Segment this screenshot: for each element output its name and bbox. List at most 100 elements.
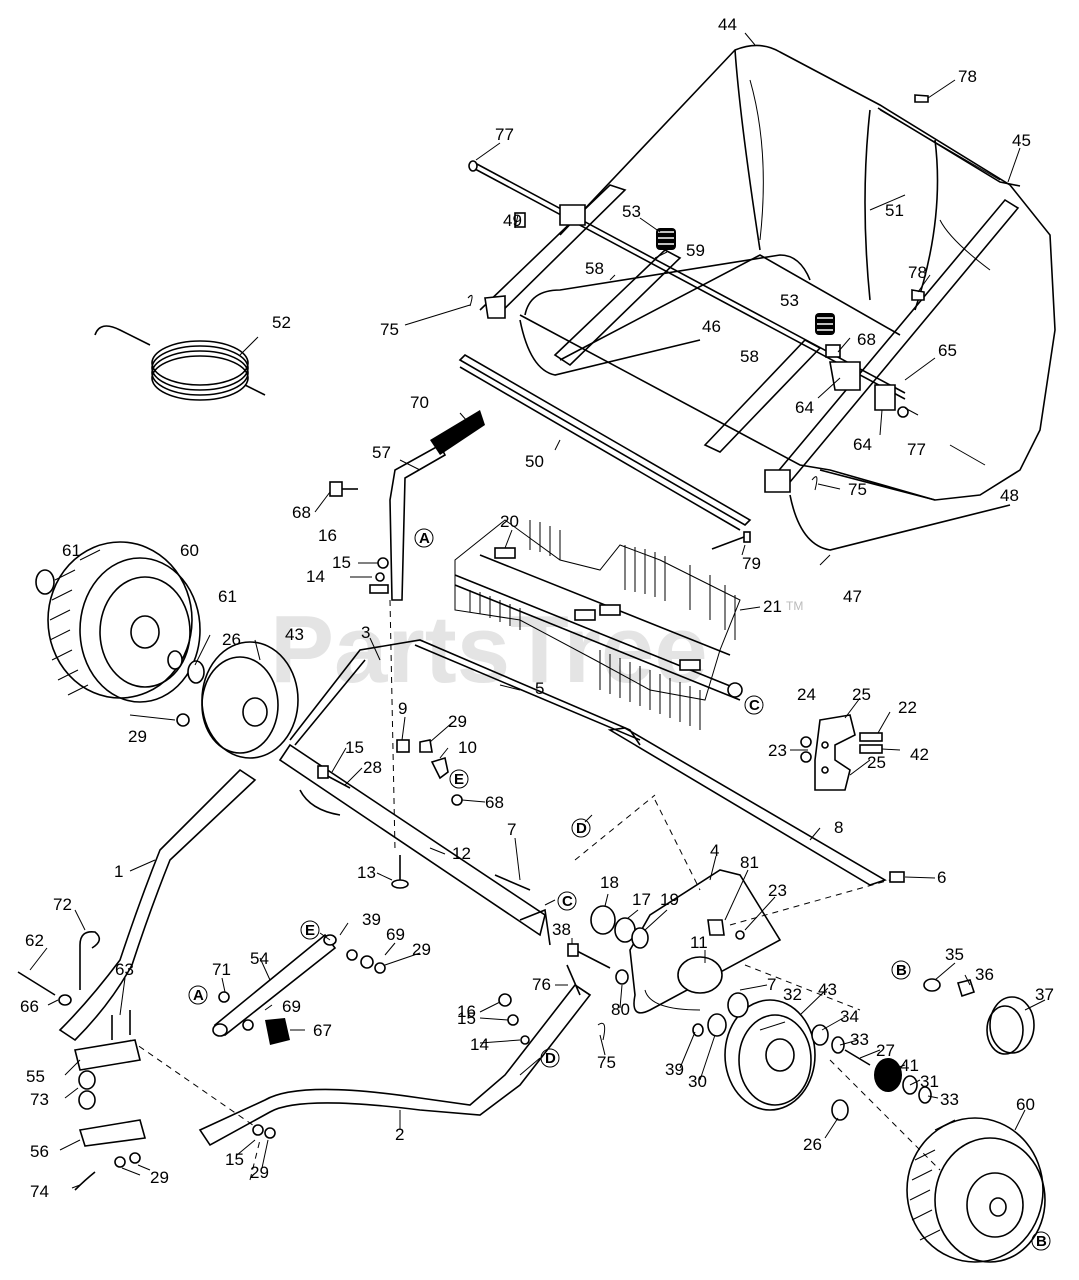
part-81: [707, 919, 725, 936]
callout-77: 77: [907, 440, 926, 459]
spring-53a: [656, 228, 676, 250]
callout-58: 58: [740, 347, 759, 366]
callout-68: 68: [857, 330, 876, 349]
callout-60: 60: [180, 541, 199, 560]
callout-50: 50: [525, 452, 544, 471]
left-hardware: [17, 930, 147, 1191]
callout-75: 75: [597, 1053, 616, 1072]
callout-33: 33: [850, 1030, 869, 1049]
callout-9: 9: [398, 699, 407, 718]
bar-8: [607, 727, 905, 886]
callout-52: 52: [272, 313, 291, 332]
bolt-13: [391, 855, 409, 889]
callout-12: 12: [452, 844, 471, 863]
callout-13: 13: [357, 863, 376, 882]
frame-12: [278, 743, 551, 946]
axle-1: [58, 768, 257, 1042]
callout-57: 57: [372, 443, 391, 462]
callout-8: 8: [834, 818, 843, 837]
callout-64: 64: [853, 435, 872, 454]
callout-1: 1: [114, 862, 123, 881]
callout-2: 2: [395, 1125, 404, 1144]
gear-41: [811, 1024, 932, 1121]
callout-32: 32: [783, 985, 802, 1004]
callout-15: 15: [225, 1150, 244, 1169]
callout-79: 79: [742, 554, 761, 573]
callout-26: 26: [222, 630, 241, 649]
callout-62: 62: [25, 931, 44, 950]
bolt-68-handle: [329, 481, 358, 497]
callout-labels: 44 78 77 45 49 53 59 51 75 58 46 52 53 7…: [20, 15, 1054, 1250]
hub-parts-18-17-19: [590, 905, 649, 949]
callout-53: 53: [622, 202, 641, 221]
callout-19: 19: [660, 890, 679, 909]
callout-38: 38: [552, 920, 571, 939]
callout-69: 69: [282, 997, 301, 1016]
callout-78: 78: [958, 67, 977, 86]
cap-37: [923, 978, 1035, 1055]
callout-70: 70: [410, 393, 429, 412]
callout-80: 80: [611, 1000, 630, 1019]
callout-54: 54: [250, 949, 269, 968]
callout-43: 43: [285, 625, 304, 644]
callout-68: 68: [485, 793, 504, 812]
callout-66: 66: [20, 997, 39, 1016]
leader-lines: [29, 32, 1046, 1189]
callout-20: 20: [500, 512, 519, 531]
callout-29: 29: [412, 940, 431, 959]
callout-25: 25: [852, 685, 871, 704]
callout-67: 67: [313, 1021, 332, 1040]
letter-circles: [188, 528, 1051, 1251]
callout-77: 77: [495, 125, 514, 144]
bolt-28: [317, 765, 351, 789]
callout-42: 42: [910, 745, 929, 764]
circle-label-A-2: A: [419, 530, 430, 547]
callout-10: 10: [458, 738, 477, 757]
circle-label-C-1: C: [562, 893, 573, 910]
callout-28: 28: [363, 758, 382, 777]
callout-23: 23: [768, 741, 787, 760]
callout-39: 39: [362, 910, 381, 929]
callout-56: 56: [30, 1142, 49, 1161]
brush-bristles: [469, 520, 736, 730]
callout-6: 6: [937, 868, 946, 887]
hub-43-left: [176, 641, 299, 759]
bolt-38: [567, 943, 629, 985]
callout-69: 69: [386, 925, 405, 944]
knob-67: [265, 1018, 290, 1045]
callout-5: 5: [535, 679, 544, 698]
frame-46: [559, 254, 901, 361]
handle-57: [369, 410, 485, 601]
callout-11: 11: [690, 933, 708, 952]
callout-16: 16: [457, 1002, 476, 1021]
callout-65: 65: [938, 341, 957, 360]
circle-label-A-1: A: [193, 987, 204, 1004]
callout-33: 33: [940, 1090, 959, 1109]
wheel-60-left: [35, 541, 201, 703]
callout-73: 73: [30, 1090, 49, 1109]
callout-31: 31: [920, 1072, 939, 1091]
circle-label-E-2: E: [305, 922, 315, 939]
bracket-24-25: [800, 714, 883, 791]
callout-60: 60: [1016, 1095, 1035, 1114]
callout-45: 45: [1012, 131, 1031, 150]
callout-4: 4: [710, 841, 719, 860]
callout-24: 24: [797, 685, 816, 704]
side-plate-4: [629, 869, 782, 1014]
callout-15: 15: [457, 1009, 476, 1028]
circle-label-B-1: B: [896, 962, 907, 979]
callout-53: 53: [780, 291, 799, 310]
callout-46: 46: [702, 317, 721, 336]
circle-label-E-1: E: [454, 771, 464, 788]
watermark-tm: TM: [786, 599, 803, 613]
callout-74: 74: [30, 1182, 49, 1201]
wheel-60-right: [906, 1117, 1046, 1263]
callout-23: 23: [768, 881, 787, 900]
callout-30: 30: [688, 1072, 707, 1091]
callout-47: 47: [843, 587, 862, 606]
nut-23: [735, 930, 745, 940]
callout-39: 39: [665, 1060, 684, 1079]
callout-14: 14: [470, 1035, 489, 1054]
callout-29: 29: [448, 712, 467, 731]
